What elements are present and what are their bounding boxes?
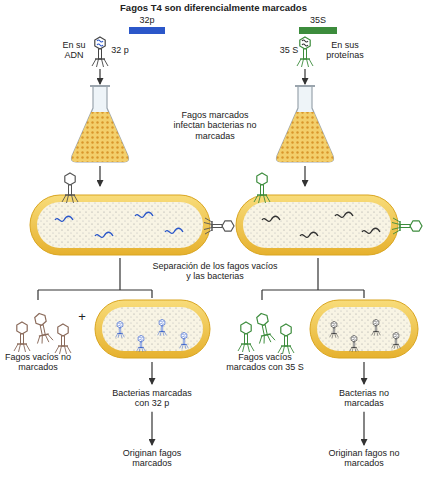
new-phage	[116, 321, 125, 338]
labelled-bacterium	[95, 300, 210, 358]
annotation-label: 32 p	[109, 45, 131, 55]
new-phage	[372, 319, 381, 336]
culture-flask	[277, 86, 334, 162]
labelled-dna	[55, 212, 183, 237]
bacterium-texture	[37, 202, 203, 248]
unlabelled-bacterium	[310, 300, 418, 358]
bacterium-cytoplasm	[37, 202, 203, 248]
legend-item: 35S	[299, 15, 337, 34]
bacterium-wall	[30, 195, 210, 255]
step-text: Bacterias no marcadas	[327, 388, 401, 409]
bacterium-wall	[310, 300, 418, 358]
flow-arrow	[99, 69, 100, 84]
labelled-phage	[297, 37, 313, 67]
new-phage	[180, 332, 189, 349]
annotation-label: Fagos vacíos no marcados	[2, 352, 74, 373]
bacterium-wall	[95, 300, 210, 358]
attached-phage	[204, 218, 234, 234]
flask-culture	[72, 112, 129, 162]
bacterium-cytoplasm	[243, 202, 391, 248]
bacterium-texture	[243, 202, 391, 248]
step-text-box: Originan fagos marcados	[112, 447, 192, 470]
flask-rim	[295, 85, 315, 87]
flow-arrow	[99, 166, 100, 186]
empty-phage	[278, 324, 294, 354]
flow-arrow	[304, 166, 305, 186]
attached-phage	[254, 173, 270, 203]
new-phage	[392, 332, 401, 349]
bacterium-cytoplasm	[102, 307, 203, 351]
connector-arrow	[151, 412, 152, 445]
step-text-box: Bacterias no marcadas	[327, 387, 401, 410]
infected-bacterium	[30, 173, 234, 255]
annotation-label: 35 S	[277, 45, 301, 55]
annotation-label: Fagos vacíos marcados con 35 S	[226, 352, 304, 373]
flow-arrow	[304, 69, 305, 84]
new-phage	[350, 335, 359, 352]
bacterium-texture	[317, 307, 411, 351]
step-text-box: Bacterias marcadas con 32 p	[112, 387, 192, 410]
bacterium-texture	[102, 307, 203, 351]
infected-bacterium	[236, 173, 422, 255]
flow-arrow	[151, 362, 152, 384]
legend-label: 35S	[310, 15, 326, 25]
legend-swatch	[129, 27, 165, 34]
step-text-box: Originan fagos no marcados	[322, 447, 406, 470]
new-phage	[330, 321, 339, 338]
attached-phage	[392, 218, 422, 234]
bacterium-wall	[236, 195, 398, 255]
annotation-label: En su ADN	[56, 40, 92, 61]
diagram-title: Fagos T4 son diferencialmente marcados	[0, 3, 427, 14]
empty-phage	[253, 312, 275, 345]
step-text: Bacterias marcadas con 32 p	[112, 388, 192, 409]
new-phage	[137, 335, 146, 352]
culture-flask	[72, 86, 129, 162]
new-phage	[158, 319, 167, 336]
annotation-label: Fagos marcados infectan bacterias no mar…	[170, 110, 260, 141]
annotation-label: +	[74, 310, 90, 325]
step-text: Originan fagos no marcados	[322, 448, 406, 469]
dna	[262, 212, 380, 237]
attached-phage	[62, 173, 78, 203]
annotation-label: Separación de los fagos vacíos y las bac…	[150, 261, 280, 282]
annotation-label: En sus proteínas	[316, 40, 374, 61]
empty-phage	[31, 312, 53, 345]
legend-label: 32p	[139, 15, 154, 25]
flask-glass	[72, 86, 129, 162]
legend-swatch	[299, 27, 337, 34]
branch-line	[38, 258, 152, 300]
empty-phage	[14, 322, 30, 352]
flask-rim	[90, 85, 110, 87]
labelled-phage	[92, 37, 108, 67]
empty-phage	[55, 324, 71, 354]
flask-culture	[277, 112, 334, 162]
connector-arrow	[363, 412, 364, 445]
legend-item: 32p	[129, 15, 165, 34]
flow-arrow	[363, 362, 364, 384]
bacterium-cytoplasm	[317, 307, 411, 351]
step-text: Originan fagos marcados	[112, 448, 192, 469]
empty-phage	[238, 322, 254, 352]
flask-glass	[277, 86, 334, 162]
